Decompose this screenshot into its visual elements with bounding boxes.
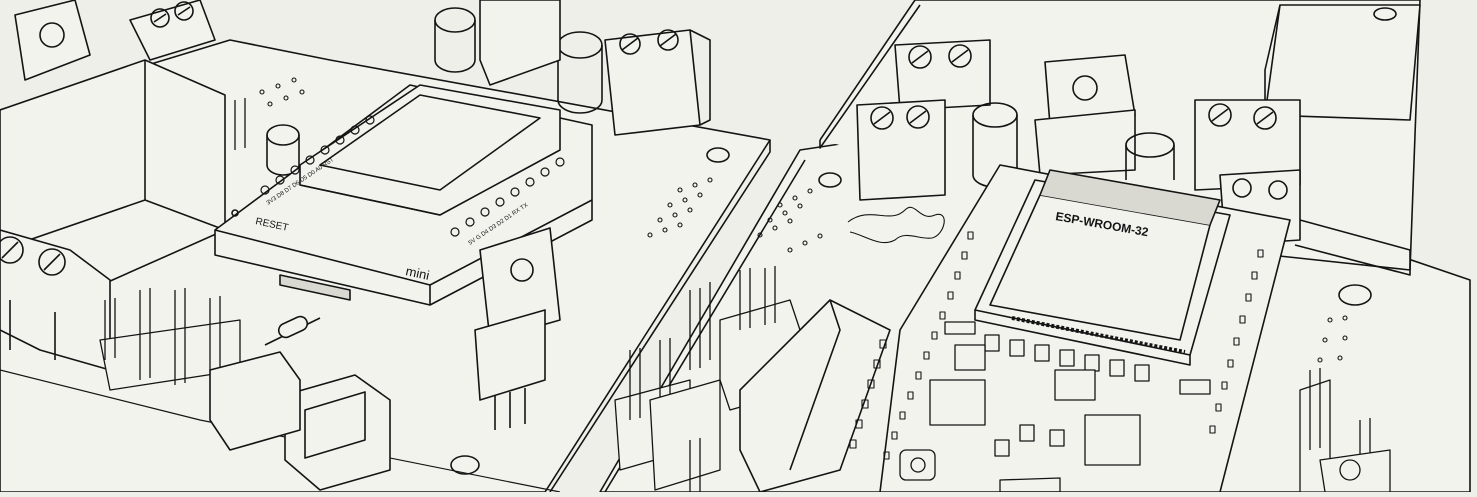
esp32-devboard: ESP-WROOM-32 (879, 164, 1291, 493)
esp32-pin-holes (883, 231, 1264, 460)
screw-terminal-top-center (604, 29, 711, 136)
mounting-hole-right-side (1338, 284, 1372, 306)
screw-terminal-bottom-left (0, 229, 111, 371)
mounting-hole-left-top (706, 147, 730, 163)
jst-connector (284, 374, 391, 491)
screw-terminal-right-mid (856, 99, 946, 201)
signature-doodle (847, 206, 945, 244)
mounting-hole-right-top (818, 172, 842, 188)
smd-components (899, 321, 1211, 493)
mini-label: mini (404, 263, 431, 283)
usb-port (279, 274, 351, 301)
component-top (479, 0, 561, 86)
pin-holes-bottom-row (450, 157, 565, 237)
small-component (209, 351, 301, 451)
capacitor-right-2 (1125, 132, 1175, 180)
mounting-hole-left-bottom (450, 455, 480, 475)
dip-socket (739, 299, 891, 493)
left-pcb-board: RESET mini 3V3 D8 D7 D6 D5 D0 A0 RST 5V … (0, 0, 771, 493)
reset-button (231, 209, 239, 217)
capacitor-top-center (434, 7, 476, 73)
right-pcb-board: ESP-WROOM-32 (599, 0, 1471, 493)
via-grid-right-board (757, 188, 1348, 363)
regulator-right (1034, 54, 1136, 176)
relay-block (0, 59, 226, 291)
pin-holes-top-row (260, 115, 375, 195)
screw-terminal-top-left (129, 0, 216, 61)
resistor (264, 315, 321, 346)
screw-terminal-right-top (894, 39, 991, 111)
voltage-regulator (474, 227, 561, 430)
via-grid-left-board (259, 77, 713, 238)
regulator-top-left (14, 0, 91, 81)
